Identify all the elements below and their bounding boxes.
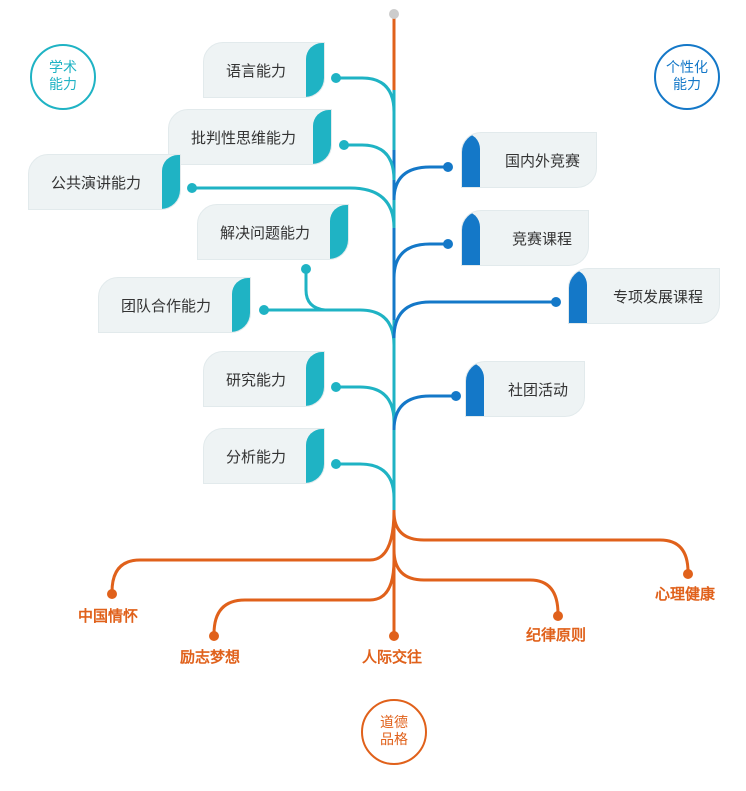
academic-card-analysis: 分析能力 — [203, 428, 325, 484]
branch-dot-dream — [209, 631, 219, 641]
branch-dot-social — [389, 631, 399, 641]
branch-dot-competition — [443, 162, 453, 172]
branch-course — [392, 242, 448, 279]
branch-health — [392, 511, 690, 573]
academic-card-label: 语言能力 — [226, 62, 287, 80]
academic-card-label: 批判性思维能力 — [191, 129, 297, 147]
branch-club — [392, 394, 456, 431]
academic-card-label: 公共演讲能力 — [51, 174, 142, 192]
branch-language — [336, 76, 396, 113]
personal-card-special: 专项发展课程 — [568, 268, 720, 324]
moral-category-circle: 道德 品格 — [361, 699, 427, 765]
branch-dot-team — [259, 305, 269, 315]
branch-dot-research — [331, 382, 341, 392]
academic-card-team: 团队合作能力 — [98, 277, 251, 333]
personal-card-competition: 国内外竞赛 — [461, 132, 597, 188]
personal-card-label: 社团活动 — [507, 381, 568, 399]
academic-card-speech: 公共演讲能力 — [28, 154, 181, 210]
branch-dot-problem — [301, 264, 311, 274]
academic-card-label: 分析能力 — [226, 448, 287, 466]
branch-dot-course — [443, 239, 453, 249]
branch-dot-critical — [339, 140, 349, 150]
branch-china — [110, 509, 396, 593]
personal-circle-line2: 能力 — [673, 77, 701, 93]
academic-card-language: 语言能力 — [203, 42, 325, 98]
moral-label-social: 人际交往 — [362, 648, 423, 666]
academic-card-problem: 解决问题能力 — [197, 204, 349, 260]
branch-analysis — [336, 462, 396, 499]
academic-card-label: 团队合作能力 — [121, 297, 212, 315]
personal-category-circle: 个性化 能力 — [654, 44, 720, 110]
moral-circle-line1: 道德 — [380, 715, 408, 731]
academic-circle-line2: 能力 — [49, 77, 77, 93]
academic-card-research: 研究能力 — [203, 351, 325, 407]
branch-dot-analysis — [331, 459, 341, 469]
academic-circle-line1: 学术 — [49, 60, 77, 76]
moral-circle-line2: 品格 — [380, 732, 408, 748]
branch-team — [264, 308, 396, 346]
branch-dot-language — [331, 73, 341, 83]
academic-category-circle: 学术 能力 — [30, 44, 96, 110]
moral-label-discipline: 纪律原则 — [526, 626, 587, 644]
personal-card-label: 竞赛课程 — [511, 230, 572, 248]
branch-discipline — [392, 549, 560, 615]
academic-card-label: 解决问题能力 — [220, 224, 311, 242]
branch-dot-special — [551, 297, 561, 307]
personal-circle-line1: 个性化 — [666, 60, 708, 76]
branch-dot-speech — [187, 183, 197, 193]
trunk-top-dot — [389, 9, 399, 19]
branch-research — [336, 385, 396, 423]
branch-dot-health — [683, 569, 693, 579]
branch-critical — [344, 143, 396, 181]
academic-card-critical: 批判性思维能力 — [168, 109, 332, 165]
branch-competition — [392, 165, 448, 201]
branch-dream — [212, 559, 396, 635]
personal-card-label: 国内外竞赛 — [504, 152, 580, 170]
branch-dot-club — [451, 391, 461, 401]
personal-card-course: 竞赛课程 — [461, 210, 589, 266]
branch-special — [392, 300, 556, 339]
branch-dot-discipline — [553, 611, 563, 621]
moral-label-china: 中国情怀 — [78, 607, 139, 625]
academic-card-label: 研究能力 — [226, 371, 287, 389]
branch-speech — [192, 186, 396, 229]
moral-label-dream: 励志梦想 — [180, 648, 241, 666]
branch-problem — [304, 269, 340, 312]
personal-card-label: 专项发展课程 — [612, 288, 703, 306]
personal-card-club: 社团活动 — [465, 361, 585, 417]
moral-label-health: 心理健康 — [655, 585, 716, 603]
branch-dot-china — [107, 589, 117, 599]
